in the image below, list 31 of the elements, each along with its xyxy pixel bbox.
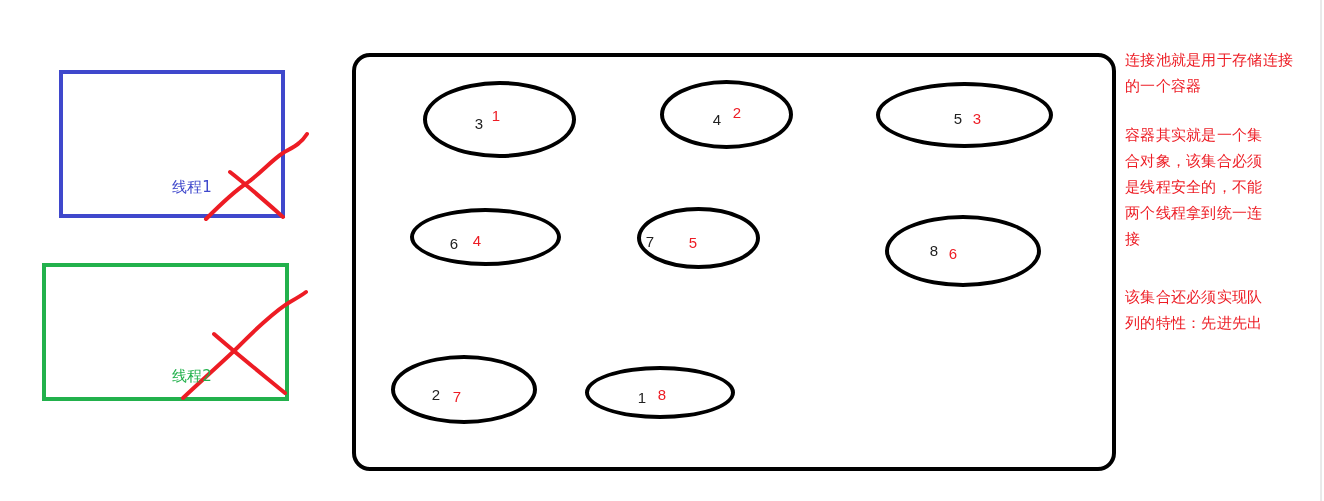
number-label: 4	[712, 111, 722, 129]
number-label: 3	[474, 115, 484, 133]
ellipse	[391, 355, 537, 424]
number-label: 2	[431, 386, 441, 404]
ellipse	[660, 80, 793, 149]
number-label: 2	[732, 104, 742, 122]
number-label: 5	[953, 110, 963, 128]
number-label: 8	[657, 386, 667, 404]
outlined-box	[59, 70, 285, 218]
number-label: 1	[491, 107, 501, 125]
rounded-box	[352, 53, 1116, 471]
number-label: 6	[948, 245, 958, 263]
ellipse	[885, 215, 1041, 287]
number-label: 6	[449, 235, 459, 253]
ellipse	[423, 81, 576, 158]
note-text: 该集合还必须实现队列的特性：先进先出	[1125, 287, 1264, 334]
ellipse	[410, 208, 561, 266]
box-label: 线程1	[172, 178, 212, 196]
note-text: 连接池就是用于存储连接的一个容器	[1125, 50, 1295, 97]
number-label: 1	[637, 389, 647, 407]
number-label: 3	[972, 110, 982, 128]
number-label: 5	[688, 234, 698, 252]
number-label: 7	[645, 233, 655, 251]
number-label: 8	[929, 242, 939, 260]
ellipse	[585, 366, 735, 419]
ellipse	[637, 207, 760, 269]
number-label: 4	[472, 232, 482, 250]
outlined-box	[42, 263, 289, 401]
number-label: 7	[452, 388, 462, 406]
note-text: 容器其实就是一个集合对象，该集合必须是线程安全的，不能两个线程拿到统一连接	[1125, 125, 1264, 250]
ellipse	[876, 82, 1053, 148]
